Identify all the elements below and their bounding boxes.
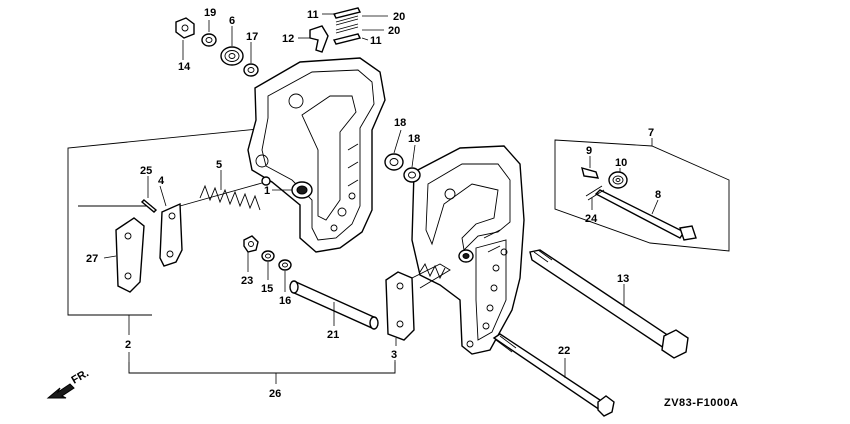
callout-3: 3 xyxy=(391,349,397,361)
callout-5: 5 xyxy=(216,159,222,171)
part-23-nut xyxy=(243,235,259,253)
callout-2: 2 xyxy=(125,339,131,351)
stern-bracket-right xyxy=(411,145,525,355)
part-20-springs xyxy=(335,15,359,34)
callout-27: 27 xyxy=(86,253,98,265)
part-19-washer xyxy=(201,33,217,47)
group-frame-7 xyxy=(554,139,730,252)
part-24-cotter xyxy=(585,185,605,201)
callout-10: 10 xyxy=(615,157,627,169)
part-5-spring xyxy=(179,176,271,211)
part-18-washer-a xyxy=(384,153,404,171)
part-1-bushing xyxy=(291,181,313,199)
group-frame-2 xyxy=(67,127,269,316)
callout-16: 16 xyxy=(279,295,291,307)
callout-25: 25 xyxy=(140,165,152,177)
part-27-plate xyxy=(115,217,145,293)
part-14-nut xyxy=(175,17,195,39)
callout-4: 4 xyxy=(158,175,165,187)
callout-23: 23 xyxy=(241,275,253,287)
callout-22: 22 xyxy=(558,345,570,357)
callout-18-left: 18 xyxy=(394,117,406,129)
forward-label: FR. xyxy=(70,367,91,386)
leader-lines xyxy=(103,13,659,378)
callout-26: 26 xyxy=(269,388,281,400)
part-18-washer-b xyxy=(403,167,421,183)
callout-8: 8 xyxy=(655,189,661,201)
callout-15: 15 xyxy=(261,283,273,295)
diagram-code: ZV83-F1000A xyxy=(664,397,739,409)
callout-6: 6 xyxy=(229,15,235,27)
callout-20-top: 20 xyxy=(393,11,405,23)
callout-24: 24 xyxy=(585,213,598,225)
forward-direction-arrow: FR. xyxy=(46,367,91,399)
callout-1: 1 xyxy=(264,185,270,197)
part-4-lever xyxy=(159,202,183,267)
part-8-shaft xyxy=(594,189,697,241)
part-13-bolt xyxy=(529,249,689,359)
callout-14: 14 xyxy=(178,61,191,73)
callout-20-bottom: 20 xyxy=(388,25,400,37)
callout-21: 21 xyxy=(327,329,339,341)
part-15-washer xyxy=(261,250,275,262)
callout-13: 13 xyxy=(617,273,629,285)
part-11-pins xyxy=(332,7,362,45)
callout-11-bottom: 11 xyxy=(370,35,382,47)
part-6-spring-washer xyxy=(220,46,244,66)
bracket-26 xyxy=(128,362,396,384)
part-3-lever xyxy=(385,263,451,341)
callout-labels: 19 6 17 14 11 12 20 20 11 5 4 25 1 27 23… xyxy=(86,7,661,400)
callout-7: 7 xyxy=(648,127,654,139)
callout-18-right: 18 xyxy=(408,133,420,145)
part-25-pin xyxy=(140,199,158,213)
callout-19: 19 xyxy=(204,7,216,19)
part-12-clip xyxy=(309,25,329,53)
callout-9: 9 xyxy=(586,145,592,157)
part-10-spring xyxy=(608,171,628,189)
part-9-pin xyxy=(581,166,600,179)
part-17-washer xyxy=(243,63,259,77)
callout-12: 12 xyxy=(282,33,294,45)
callout-17: 17 xyxy=(246,31,258,43)
stern-bracket-left xyxy=(247,57,386,253)
part-16-washer xyxy=(278,259,292,271)
part-22-rod xyxy=(492,333,615,417)
callout-11-top: 11 xyxy=(307,9,319,21)
